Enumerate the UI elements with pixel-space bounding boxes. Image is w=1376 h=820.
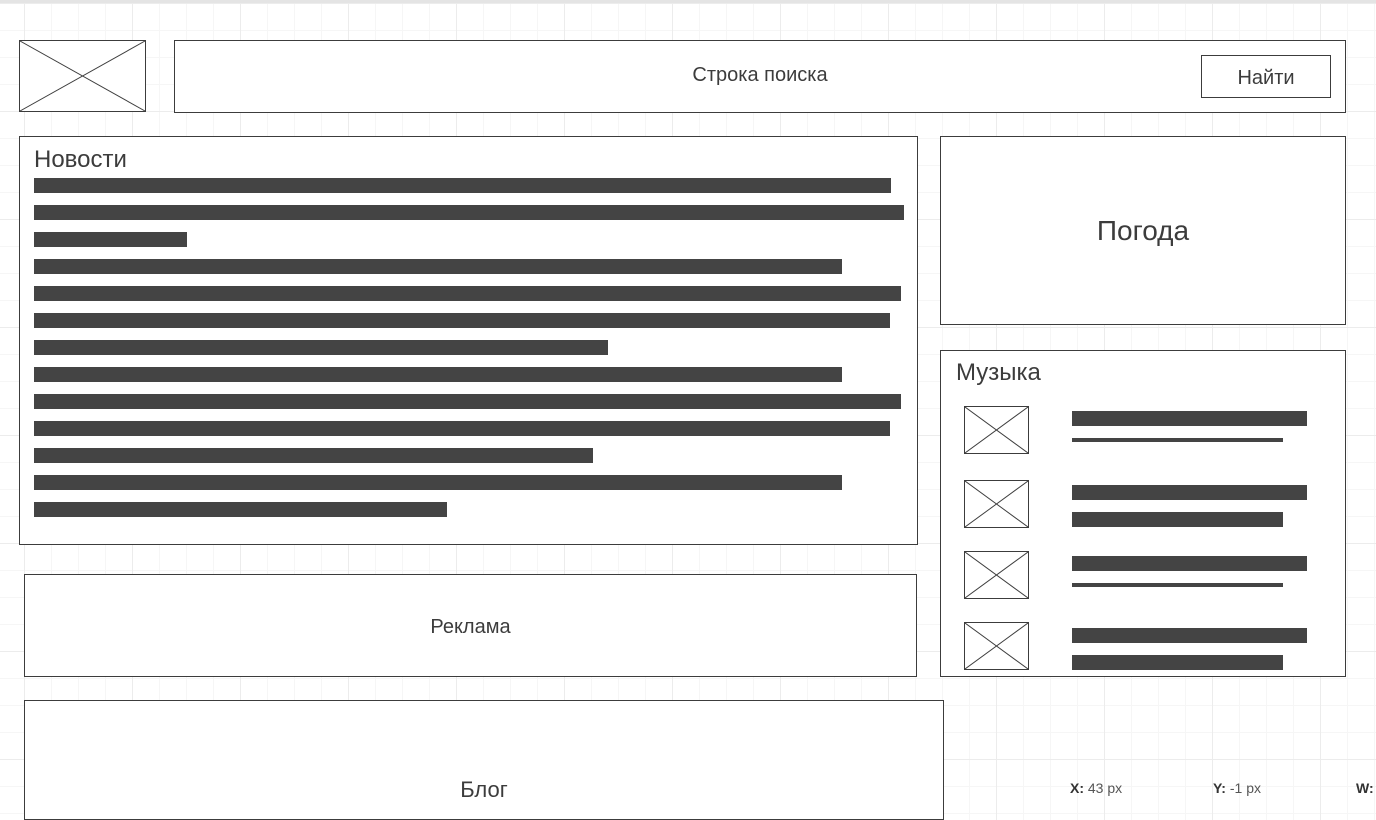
image-placeholder-icon	[965, 407, 1028, 453]
music-item-cover[interactable]	[964, 480, 1029, 528]
blog-title: Блог	[460, 777, 508, 802]
w-readout: W:	[1356, 780, 1374, 796]
w-label: W:	[1356, 780, 1374, 796]
music-item-title	[1072, 411, 1307, 426]
music-title: Музыка	[956, 359, 1041, 386]
music-item-subtitle	[1072, 438, 1283, 442]
music-item-cover[interactable]	[964, 406, 1029, 454]
search-label: Строка поиска	[692, 64, 828, 86]
logo-image-placeholder[interactable]	[19, 40, 146, 112]
news-text-line	[34, 421, 890, 436]
news-text-line	[34, 232, 187, 247]
music-item-title	[1072, 556, 1307, 571]
y-label: Y:	[1213, 780, 1226, 796]
news-text-line	[34, 178, 891, 193]
news-text-line	[34, 313, 890, 328]
music-item-subtitle	[1072, 583, 1283, 587]
news-text-line	[34, 367, 842, 382]
image-placeholder-icon	[20, 41, 145, 111]
news-text-line	[34, 205, 904, 220]
image-placeholder-icon	[965, 623, 1028, 669]
y-value: -1 px	[1229, 780, 1261, 796]
music-item-cover[interactable]	[964, 622, 1029, 670]
search-button-label: Найти	[1237, 67, 1295, 89]
image-placeholder-icon	[965, 481, 1028, 527]
weather-title: Погода	[1096, 215, 1190, 246]
news-text-line	[34, 394, 901, 409]
news-text-line	[34, 286, 901, 301]
news-text-line	[34, 475, 842, 490]
blog-panel[interactable]: Блог	[24, 700, 944, 820]
news-text-line	[34, 502, 447, 517]
music-item-title	[1072, 485, 1307, 500]
search-button[interactable]: Найти	[1201, 55, 1331, 98]
ads-title: Реклама	[430, 616, 511, 638]
music-item-subtitle	[1072, 512, 1283, 527]
music-item-title	[1072, 628, 1307, 643]
x-label: X:	[1070, 780, 1084, 796]
ads-panel[interactable]: Реклама	[24, 574, 917, 677]
news-text-line	[34, 448, 593, 463]
weather-panel[interactable]: Погода	[940, 136, 1346, 325]
canvas-top-border	[0, 0, 1376, 3]
music-item-cover[interactable]	[964, 551, 1029, 599]
x-coordinate-readout: X: 43 px	[1070, 780, 1122, 796]
news-title: Новости	[34, 146, 127, 173]
news-text-line	[34, 259, 842, 274]
music-item-subtitle	[1072, 655, 1283, 670]
y-coordinate-readout: Y: -1 px	[1213, 780, 1261, 796]
image-placeholder-icon	[965, 552, 1028, 598]
search-bar[interactable]: Строка поиска Найти	[174, 40, 1346, 113]
news-text-line	[34, 340, 608, 355]
x-value: 43 px	[1087, 780, 1123, 796]
